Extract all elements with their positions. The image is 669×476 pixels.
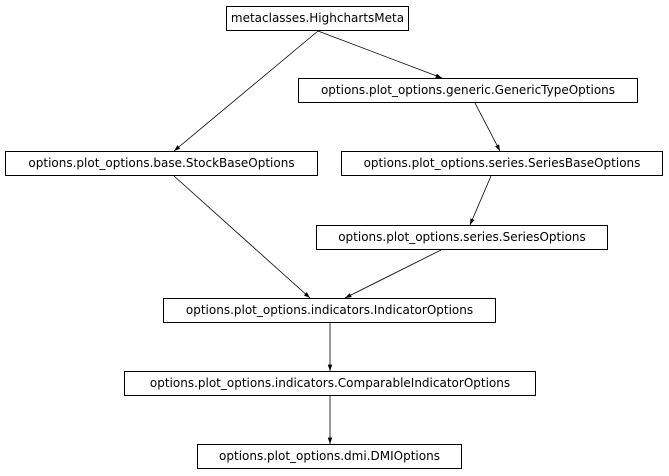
node-indicator-options: options.plot_options.indicators.Indicato… [163, 298, 496, 323]
node-series-options: options.plot_options.series.SeriesOption… [316, 225, 608, 250]
node-generic-type-options: options.plot_options.generic.GenericType… [298, 78, 638, 103]
node-series-base-options: options.plot_options.series.SeriesBaseOp… [341, 151, 663, 176]
edge-metaclasses-to-stockbase [173, 30, 319, 152]
edge-seriesoptions-to-indicator [344, 249, 442, 299]
node-dmi-options: options.plot_options.dmi.DMIOptions [197, 444, 462, 469]
edge-seriesbase-to-seriesoptions [469, 175, 492, 226]
edge-metaclasses-to-generic [317, 30, 443, 79]
node-stock-base-options: options.plot_options.base.StockBaseOptio… [5, 151, 318, 176]
node-comparable-indicator-options: options.plot_options.indicators.Comparab… [124, 371, 536, 396]
edge-stockbase-to-indicator [173, 175, 311, 299]
node-metaclasses-highcharts-meta: metaclasses.HighchartsMeta [226, 6, 409, 31]
edge-generic-to-seriesbase [474, 102, 501, 152]
